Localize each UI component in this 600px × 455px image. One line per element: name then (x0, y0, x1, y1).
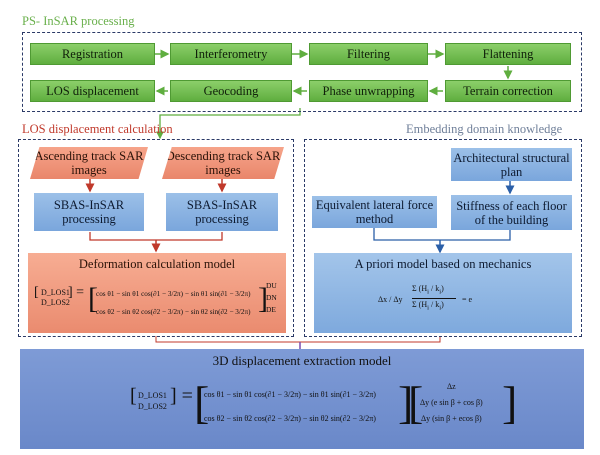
deformation-formula: [ D_LOS1 D_LOS2 ] = [ cos θ1 − sin θ1 co… (34, 279, 282, 329)
formula-row1: cos θ1 − sin θ1 cos(∂1 − 3/2π) − sin θ1 … (96, 290, 251, 298)
final-model-title: 3D displacement extraction model (212, 353, 392, 368)
priori-model-title: A priori model based on mechanics (354, 257, 532, 271)
priori-formula: Δx / Δy Σ (Hi / ki) Σ (Hi / ki) = e (378, 284, 473, 312)
structural-plan-box: Architectural structural plan (451, 148, 572, 181)
descending-track-box: Descending track SAR images (162, 147, 284, 179)
step-geocoding: Geocoding (170, 80, 292, 102)
step-terrain-correction: Terrain correction (445, 80, 571, 102)
arrow-ps-to-los (156, 108, 301, 140)
final-row2: cos θ2 − sin θ2 cos(∂2 − 3/2π) − sin θ2 … (204, 414, 376, 423)
formula-du: DU (266, 281, 277, 290)
priori-model-box: A priori model based on mechanics Δx / Δ… (314, 253, 572, 333)
final-formula: [ D_LOS1 D_LOS2 ] = [ cos θ1 − sin θ1 co… (130, 373, 517, 443)
step-interferometry: Interferometry (170, 43, 292, 65)
psinsar-container (22, 32, 582, 112)
formula-d-los2: D_LOS2 (41, 298, 70, 307)
los-container (18, 139, 294, 337)
final-dz: Δz (446, 382, 456, 391)
final-d-los1: D_LOS1 (138, 391, 167, 400)
final-row1: cos θ1 − sin θ1 cos(∂1 − 3/2π) − sin θ1 … (204, 390, 376, 399)
priori-formula-rhs: = e (462, 295, 473, 304)
formula-row2: cos θ2 − sin θ2 cos(∂2 − 3/2π) − sin θ2 … (96, 308, 251, 316)
lateral-force-box: Equivalent lateral force method (312, 196, 437, 228)
step-flattening: Flattening (445, 43, 571, 65)
domain-container (304, 139, 582, 337)
merge-final-line (155, 336, 441, 343)
deformation-model-box: Deformation calculation model [ D_LOS1 D… (28, 253, 286, 333)
priori-formula-lhs: Δx / Δy (378, 295, 403, 304)
step-registration: Registration (30, 43, 155, 65)
deformation-model-title: Deformation calculation model (78, 257, 236, 271)
final-dy2: Δy (sin β + ecos β) (421, 414, 482, 423)
section-title-domain: Embedding domain knowledge (406, 122, 563, 136)
section-title-psinsar: PS- InSAR processing (22, 14, 135, 28)
step-los-displacement: LOS displacement (30, 80, 155, 102)
final-d-los2: D_LOS2 (138, 402, 167, 411)
merge-domain-line (373, 228, 511, 241)
formula-dn: DN (266, 293, 277, 302)
formula-de: DE (266, 305, 276, 314)
final-dy1: Δy (e sin β + cos β) (420, 398, 483, 407)
ascending-track-box: Ascending track SAR images (30, 147, 148, 179)
section-title-los: LOS displacement calculation (22, 122, 173, 136)
sbas-processing-2: SBAS-InSAR processing (166, 193, 278, 231)
stiffness-box: Stiffness of each floor of the building (451, 195, 572, 230)
step-phase-unwrapping: Phase unwrapping (309, 80, 428, 102)
formula-d-los1: D_LOS1 (41, 288, 70, 297)
step-filtering: Filtering (309, 43, 428, 65)
final-model-box: 3D displacement extraction model [ D_LOS… (20, 349, 584, 449)
sbas-processing-1: SBAS-InSAR processing (34, 193, 144, 231)
